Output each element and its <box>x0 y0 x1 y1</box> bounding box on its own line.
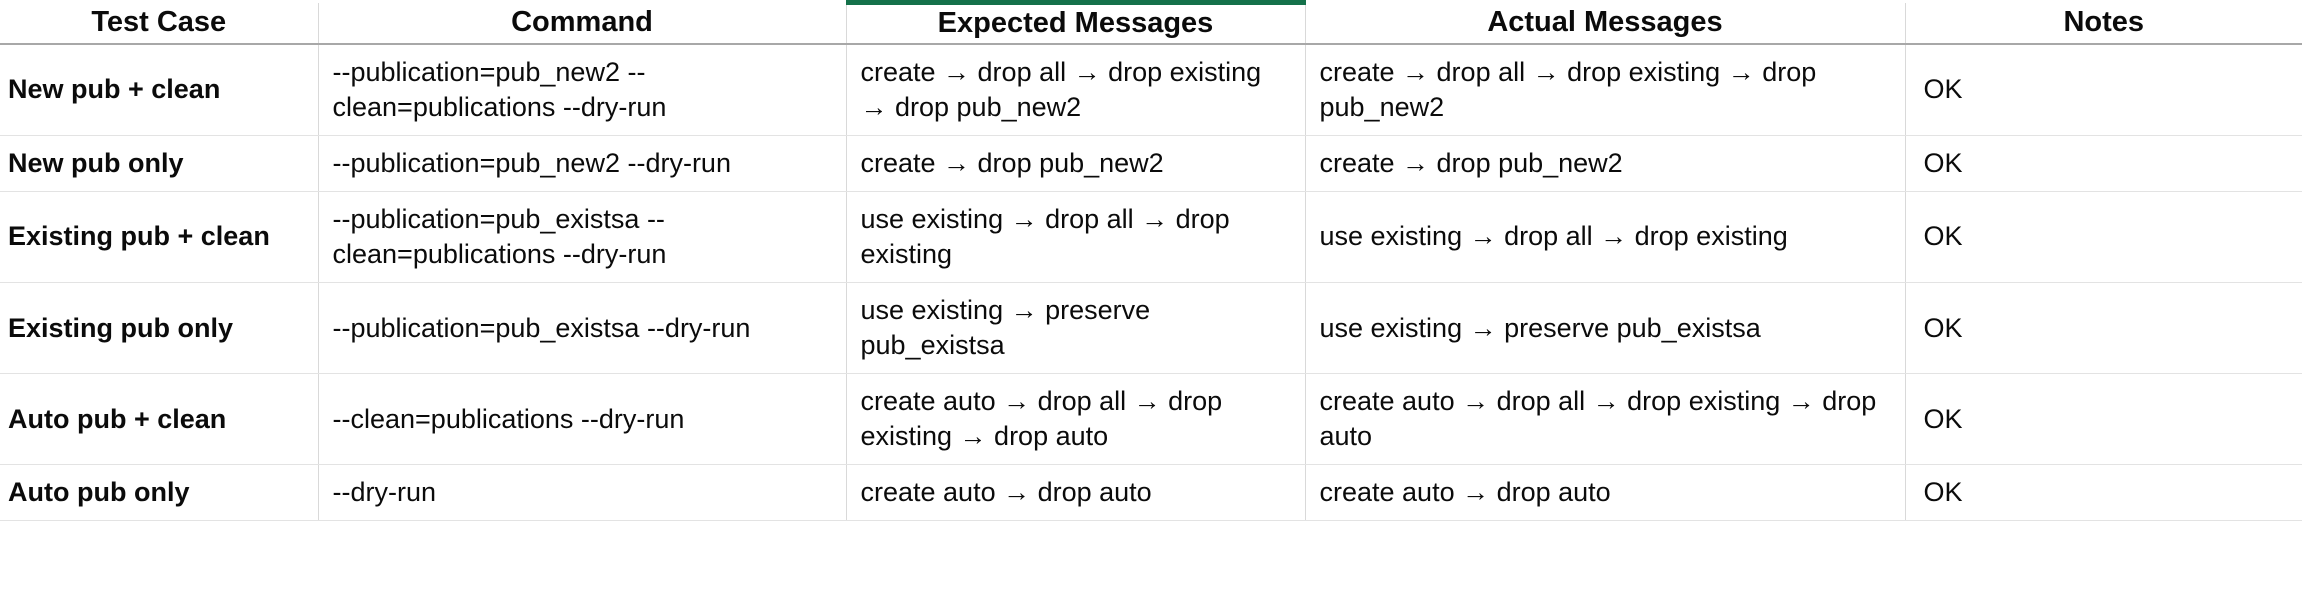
cell-actual-messages: create auto → drop all → drop existing →… <box>1305 373 1906 466</box>
cell-actual-messages: create → drop pub_new2 <box>1305 135 1906 192</box>
cell-command: --clean=publications --dry-run <box>318 373 847 466</box>
cell-actual-messages: create auto → drop auto <box>1305 464 1906 522</box>
cell-test-case: New pub only <box>0 135 319 192</box>
cell-test-case: Existing pub + clean <box>0 191 319 283</box>
table-body: New pub + clean --publication=pub_new2 -… <box>0 43 2302 522</box>
cell-command: --dry-run <box>318 464 847 522</box>
cell-expected-messages: create auto → drop all → drop existing →… <box>846 373 1306 466</box>
column-header-notes[interactable]: Notes <box>1905 2 2302 45</box>
cell-test-case: Existing pub only <box>0 282 319 375</box>
cell-expected-messages: create → drop all → drop existing → drop… <box>846 43 1306 136</box>
cell-test-case: New pub + clean <box>0 43 319 136</box>
cell-command: --publication=pub_new2 --clean=publicati… <box>318 43 847 136</box>
cell-expected-messages: create auto → drop auto <box>846 464 1306 522</box>
cell-actual-messages: create → drop all → drop existing → drop… <box>1305 43 1906 136</box>
table-row: Existing pub + clean --publication=pub_e… <box>0 191 2302 283</box>
cell-test-case: Auto pub only <box>0 464 319 522</box>
cell-notes: OK <box>1905 464 2302 522</box>
cell-notes: OK <box>1905 373 2302 466</box>
test-results-table: Test Case Command Expected Messages Actu… <box>0 0 2302 522</box>
column-header-command[interactable]: Command <box>318 2 847 45</box>
cell-actual-messages: use existing → preserve pub_existsa <box>1305 282 1906 375</box>
table-header-row: Test Case Command Expected Messages Actu… <box>0 0 2302 45</box>
table-row: Existing pub only --publication=pub_exis… <box>0 282 2302 375</box>
table-row: New pub + clean --publication=pub_new2 -… <box>0 43 2302 136</box>
column-header-test-case[interactable]: Test Case <box>0 2 319 45</box>
cell-expected-messages: use existing → preserve pub_existsa <box>846 282 1306 375</box>
column-header-actual-messages[interactable]: Actual Messages <box>1305 2 1906 45</box>
cell-command: --publication=pub_existsa --clean=public… <box>318 191 847 283</box>
table-row: New pub only --publication=pub_new2 --dr… <box>0 135 2302 192</box>
table-header: Test Case Command Expected Messages Actu… <box>0 0 2302 45</box>
cell-notes: OK <box>1905 191 2302 283</box>
table-row: Auto pub + clean --clean=publications --… <box>0 373 2302 466</box>
cell-command: --publication=pub_new2 --dry-run <box>318 135 847 192</box>
column-header-expected-messages[interactable]: Expected Messages <box>846 0 1306 45</box>
cell-actual-messages: use existing → drop all → drop existing <box>1305 191 1906 283</box>
cell-expected-messages: create → drop pub_new2 <box>846 135 1306 192</box>
cell-notes: OK <box>1905 282 2302 375</box>
cell-notes: OK <box>1905 43 2302 136</box>
table-row: Auto pub only --dry-run create auto → dr… <box>0 464 2302 522</box>
cell-notes: OK <box>1905 135 2302 192</box>
cell-test-case: Auto pub + clean <box>0 373 319 466</box>
cell-command: --publication=pub_existsa --dry-run <box>318 282 847 375</box>
cell-expected-messages: use existing → drop all → drop existing <box>846 191 1306 283</box>
